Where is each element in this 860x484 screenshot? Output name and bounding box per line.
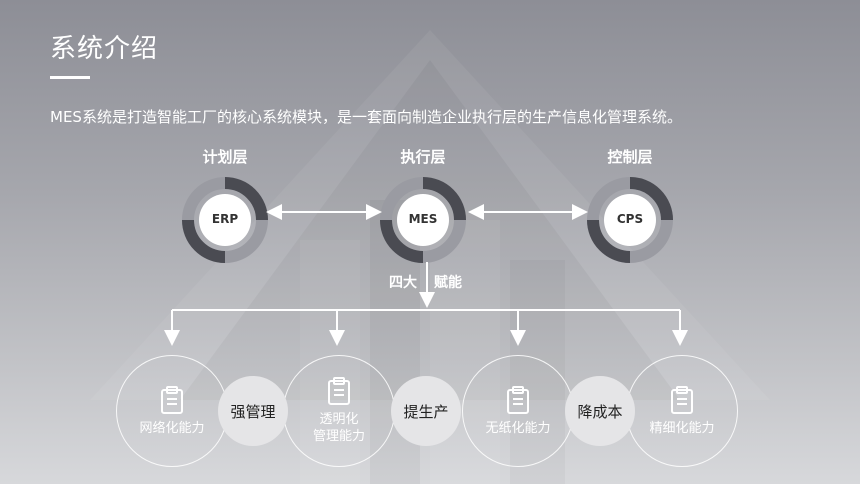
empower-right: 赋能: [434, 275, 462, 291]
benefit-chip: 降成本: [565, 376, 635, 446]
layer-code: CPS: [616, 212, 644, 226]
capability-label-line2: 管理能力: [312, 429, 365, 444]
ring-icon: [380, 177, 466, 263]
ring-icon: [587, 177, 673, 263]
layer-control: 控制层 CPS: [585, 146, 675, 265]
layer-code: ERP: [211, 212, 239, 226]
clipboard-icon: [671, 385, 693, 414]
benefit-label: 强管理: [230, 402, 276, 421]
clipboard-icon: [507, 385, 529, 414]
layer-execution: 执行层 MES: [378, 146, 468, 265]
layer-label: 计划层: [202, 148, 248, 166]
empower-left: 四大: [389, 275, 417, 291]
capability-label: 透明化 管理能力: [313, 411, 365, 445]
title-underline: [50, 76, 90, 79]
capability-circle: 无纸化能力: [462, 355, 574, 467]
layer-code: MES: [408, 212, 438, 226]
clipboard-icon: [161, 385, 183, 414]
ring-icon: [182, 177, 268, 263]
layer-planning: 计划层 ERP: [180, 146, 270, 265]
capability-circle: 精细化能力: [626, 355, 738, 467]
clipboard-icon: [328, 377, 350, 405]
intro-text: MES系统是打造智能工厂的核心系统模块，是一套面向制造企业执行层的生产信息化管理…: [50, 108, 682, 126]
benefit-label: 降成本: [577, 402, 623, 421]
capability-circle: 网络化能力: [116, 355, 228, 467]
capability-label-line1: 透明化: [319, 412, 359, 427]
capability-circle: 透明化 管理能力: [283, 355, 395, 467]
layer-label: 控制层: [607, 148, 653, 166]
page-title: 系统介绍: [50, 34, 159, 64]
benefit-chip: 提生产: [391, 376, 461, 446]
capability-label: 精细化能力: [649, 420, 715, 436]
benefit-chip: 强管理: [218, 376, 288, 446]
capability-label: 无纸化能力: [485, 420, 551, 436]
benefit-label: 提生产: [403, 402, 449, 421]
capability-label: 网络化能力: [139, 420, 205, 436]
layer-label: 执行层: [400, 148, 446, 166]
